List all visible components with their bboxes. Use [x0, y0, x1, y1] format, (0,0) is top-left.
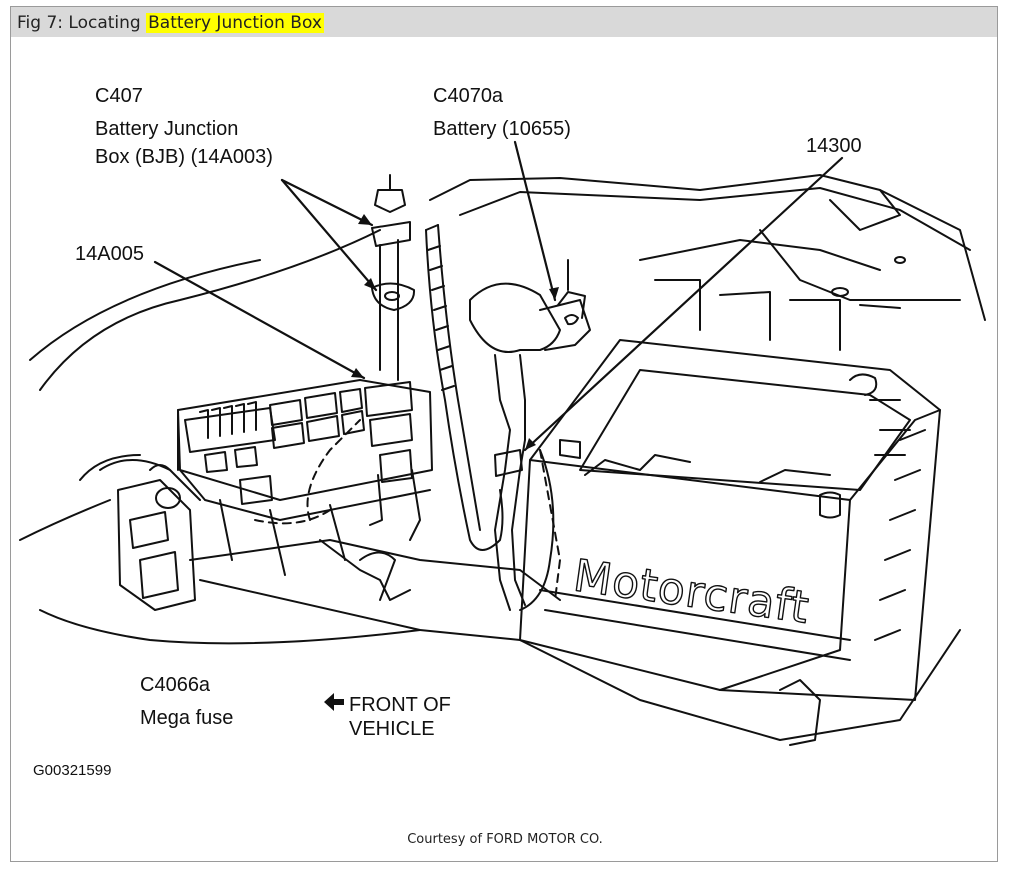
battery-tray — [189, 539, 961, 746]
title-highlight: Battery Junction Box — [146, 13, 324, 33]
front-of-vehicle-line2: VEHICLE — [349, 718, 435, 740]
leader-arrowheads — [351, 214, 559, 450]
battery-cable-14300 — [469, 259, 591, 611]
figure-title: Fig 7: Locating Battery Junction Box — [17, 13, 324, 33]
battery-10655: Motorcraft — [519, 339, 941, 701]
leader-lines — [153, 140, 844, 452]
callout-c4070a: C4070a — [433, 85, 504, 107]
callout-c407: C407 — [95, 85, 143, 107]
callout-bjb-line2: Box (BJB) (14A003) — [95, 146, 273, 168]
main-wire-harness — [79, 224, 555, 611]
front-of-vehicle-line1: FRONT OF — [349, 694, 451, 716]
mounting-nut-stack — [371, 174, 416, 381]
courtesy-line: Courtesy of FORD MOTOR CO. — [407, 832, 603, 847]
callout-c4066a: C4066a — [140, 674, 211, 696]
callout-14300: 14300 — [806, 135, 862, 157]
engine-bay-rear-panel — [429, 174, 986, 396]
figure-code: G00321599 — [33, 762, 112, 779]
figure-title-bar: Fig 7: Locating Battery Junction Box — [11, 7, 997, 37]
fender-outline — [19, 229, 421, 645]
callout-mega-fuse: Mega fuse — [140, 707, 234, 729]
battery-brand-text: Motorcraft — [570, 550, 812, 634]
hidden-stud-outline — [254, 419, 561, 601]
battery-junction-box — [177, 379, 433, 576]
callout-battery: Battery (10655) — [433, 118, 571, 140]
mega-fuse-c4066a — [117, 464, 196, 611]
callout-14a005: 14A005 — [75, 243, 144, 265]
figure-frame: Fig 7: Locating Battery Junction Box — [10, 6, 998, 862]
title-prefix: Fig 7: Locating — [17, 13, 147, 33]
front-arrow-icon — [324, 693, 344, 711]
callout-bjb-line1: Battery Junction — [95, 118, 239, 140]
